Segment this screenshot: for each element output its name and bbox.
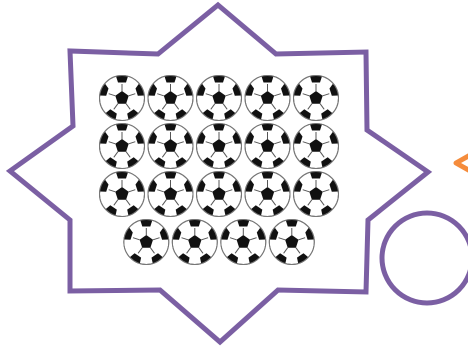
soccer-ball-icon (221, 219, 266, 264)
soccer-ball-icon (197, 171, 242, 216)
soccer-ball-icon (148, 171, 193, 216)
soccer-ball-icon (245, 171, 290, 216)
soccer-ball-icon (269, 219, 314, 264)
soccer-ball-icon (100, 123, 145, 168)
soccer-ball-icon (294, 75, 339, 120)
soccer-ball-icon (197, 123, 242, 168)
soccer-ball-icon (294, 171, 339, 216)
soccer-ball-icon (148, 123, 193, 168)
soccer-ball-icon (197, 75, 242, 120)
soccer-ball-icon (148, 75, 193, 120)
soccer-ball-icon (172, 219, 217, 264)
soccer-ball-icon (100, 171, 145, 216)
soccer-ball-icon (124, 219, 169, 264)
less-than-sign-icon (456, 154, 468, 172)
answer-circle[interactable] (382, 213, 468, 303)
soccer-ball-icon (294, 123, 339, 168)
soccer-ball-icon (100, 75, 145, 120)
soccer-ball-icon (245, 123, 290, 168)
soccer-ball-icon (245, 75, 290, 120)
